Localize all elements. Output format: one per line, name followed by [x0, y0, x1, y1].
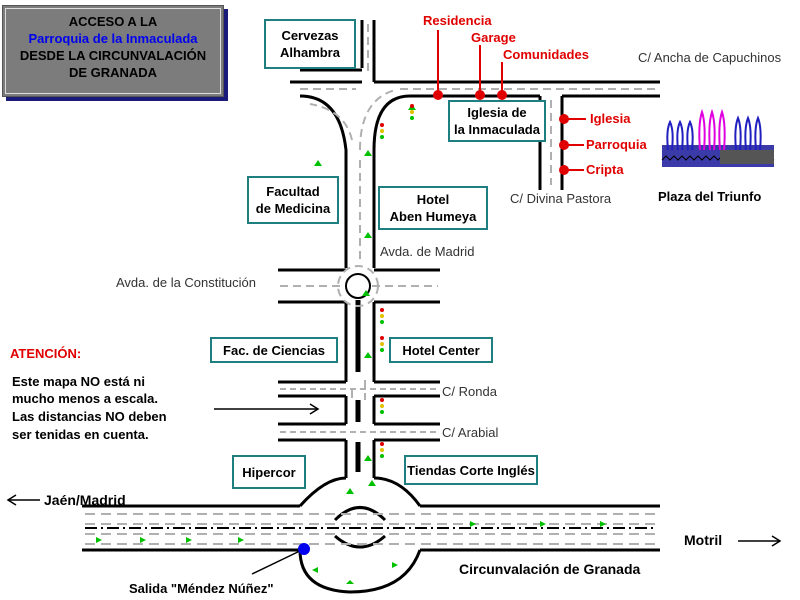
street-ancha-capuchinos: C/ Ancha de Capuchinos — [638, 50, 782, 65]
attention-heading: ATENCIÓN: — [10, 346, 82, 361]
label-plaza-triunfo: Plaza del Triunfo — [658, 189, 762, 204]
street-arabial: C/ Arabial — [442, 425, 499, 440]
building-fac-ciencias: Fac. de Ciencias — [210, 337, 338, 363]
cervezas-line-1: Cervezas — [281, 28, 339, 43]
pin-dots — [433, 90, 569, 175]
plaza-drawing — [661, 108, 775, 167]
building-tiendas-corte-ingles: Tiendas Corte Inglés — [404, 455, 538, 485]
title-line-4: DE GRANADA — [68, 65, 158, 80]
label-parroquia: Parroquia — [586, 137, 647, 152]
building-hotel-center: Hotel Center — [389, 337, 493, 363]
attention-line-2: mucho menos a escala. — [12, 391, 158, 406]
map-title-box: ACCESO A LA Parroquia de la Inmaculada D… — [2, 5, 224, 97]
attention-arrow — [214, 403, 320, 415]
traffic-arrows — [96, 104, 606, 584]
attention-line-4: ser tenidas en cuenta. — [12, 427, 149, 442]
medicina-line-1: Facultad — [266, 184, 320, 199]
cervezas-line-2: Alhambra — [280, 45, 340, 60]
medicina-line-2: de Medicina — [255, 201, 331, 216]
street-divina-pastora: C/ Divina Pastora — [510, 191, 612, 206]
label-garage: Garage — [471, 30, 516, 45]
title-line-1: ACCESO A LA — [68, 14, 158, 29]
attention-line-1: Este mapa NO está ni — [12, 374, 145, 389]
street-circunvalacion: Circunvalación de Granada — [459, 561, 641, 577]
hotel-center-label: Hotel Center — [402, 342, 480, 358]
direction-arrows — [6, 494, 782, 575]
label-salida-mendez-nunez: Salida "Méndez Núñez" — [129, 581, 274, 596]
traffic-lights — [380, 104, 414, 458]
tiendas-label: Tiendas Corte Inglés — [407, 462, 535, 478]
street-avda-constitucion: Avda. de la Constitución — [116, 275, 256, 290]
label-comunidades: Comunidades — [503, 47, 589, 62]
title-line-3: DESDE LA CIRCUNVALACIÓN — [19, 48, 207, 63]
vertical-avenue — [344, 150, 376, 478]
attention-line-3: Las distancias NO deben — [12, 409, 167, 424]
title-line-2: Parroquia de la Inmaculada — [28, 31, 198, 46]
label-motril: Motril — [684, 532, 723, 548]
ciencias-label: Fac. de Ciencias — [223, 342, 325, 358]
iglesia-box-line-2: la Inmaculada — [454, 122, 540, 137]
exit-point — [298, 543, 310, 555]
iglesia-box-line-1: Iglesia de — [467, 105, 527, 120]
street-avda-madrid: Avda. de Madrid — [380, 244, 475, 259]
aben-line-2: Aben Humeya — [389, 209, 477, 224]
building-hipercor: Hipercor — [232, 455, 306, 489]
label-iglesia: Iglesia — [590, 111, 631, 126]
constitucion-road — [278, 268, 440, 304]
building-iglesia-inmaculada: Iglesia de la Inmaculada — [448, 100, 546, 142]
label-cripta: Cripta — [586, 162, 624, 177]
aben-line-1: Hotel — [416, 192, 450, 207]
building-facultad-medicina: Facultad de Medicina — [247, 176, 339, 224]
highway — [82, 476, 660, 594]
label-residencia: Residencia — [423, 13, 492, 28]
label-jaen-madrid: Jaén/Madrid — [44, 492, 126, 508]
hipercor-label: Hipercor — [242, 464, 296, 480]
street-ronda: C/ Ronda — [442, 384, 497, 399]
